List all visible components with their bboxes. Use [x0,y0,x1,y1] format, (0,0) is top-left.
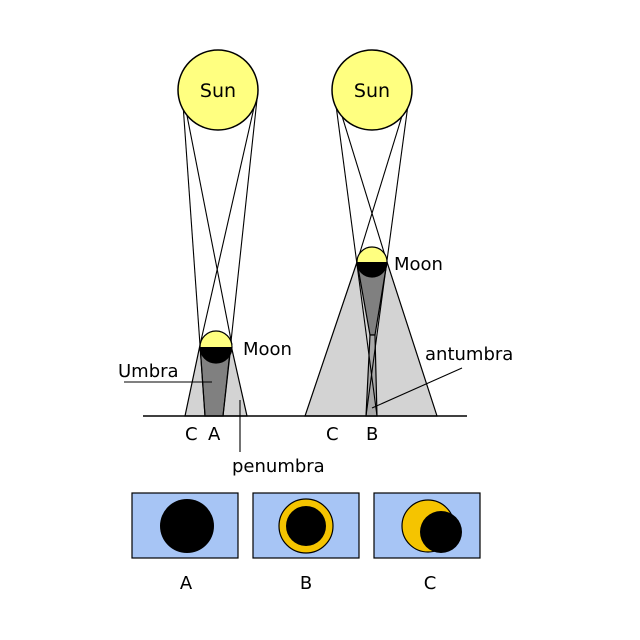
right-moon-label: Moon [394,254,443,275]
right-moon [356,246,388,278]
left-ground-label-c: C [185,424,198,445]
total-eclipse-disc [160,499,214,553]
left-moon-label: Moon [243,339,292,360]
left-scene: Sun Moon Umbra penumbra C A [118,49,325,477]
panel-a [131,492,239,559]
right-light-rays [333,89,411,417]
annular-eclipse-moon [286,506,326,546]
partial-eclipse-moon [420,511,462,553]
left-light-rays [181,89,259,417]
right-ground-label-c: C [326,424,339,445]
panel-c [373,492,481,559]
right-ground-label-b: B [366,424,378,445]
left-sun [177,49,259,131]
right-sun [331,49,413,131]
panel-c-label: C [424,573,437,594]
left-moon [199,330,233,364]
left-ground-label-a: A [208,424,221,445]
panel-a-label: A [180,573,193,594]
antumbra-pointer [371,367,463,409]
left-sun-label: Sun [200,80,236,102]
right-scene: Sun Moon antumbra C B [304,49,513,445]
panel-b-label: B [300,573,312,594]
right-sun-label: Sun [354,80,390,102]
antumbra-label: antumbra [425,344,513,365]
umbra-label: Umbra [118,361,179,382]
penumbra-label: penumbra [232,456,325,477]
panel-b [252,492,360,559]
